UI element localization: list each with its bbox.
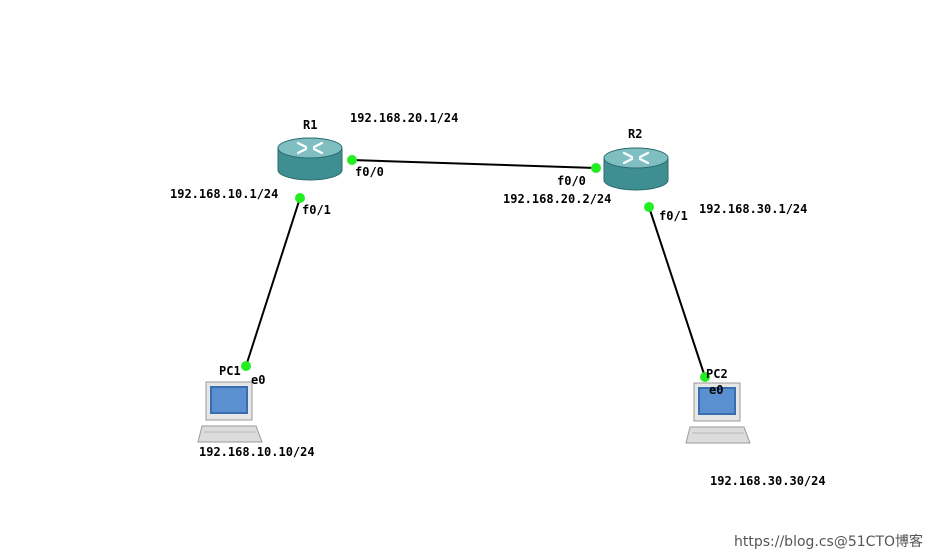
router-arrows-icon xyxy=(296,141,324,155)
pc1-ip: 192.168.10.10/24 xyxy=(199,445,315,459)
r1-f01-label: f0/1 xyxy=(302,203,331,217)
link-r2-pc2 xyxy=(648,206,706,378)
r1-f00-ip: 192.168.20.1/24 xyxy=(350,111,459,125)
pc2-computer-icon[interactable] xyxy=(685,382,751,444)
router-r2[interactable] xyxy=(603,147,669,191)
port-dot-r2-f01 xyxy=(644,202,654,212)
watermark: https://blog.cs@51CTO博客 xyxy=(734,534,924,550)
r1-f01-ip: 192.168.10.1/24 xyxy=(170,187,279,201)
r2-name: R2 xyxy=(628,127,643,141)
router-arrows-icon xyxy=(622,151,650,165)
r2-f00-ip: 192.168.20.2/24 xyxy=(503,192,612,206)
port-dot-pc2-e0 xyxy=(700,372,710,382)
r2-f01-ip: 192.168.30.1/24 xyxy=(699,202,808,216)
port-dot-pc1-e0 xyxy=(241,361,251,371)
pc2-ip: 192.168.30.30/24 xyxy=(710,474,826,488)
port-dot-r2-f00 xyxy=(591,163,601,173)
r2-f01-label: f0/1 xyxy=(659,209,688,223)
pc1-computer-icon[interactable] xyxy=(197,381,263,443)
pc1-name: PC1 xyxy=(219,364,241,378)
r2-f00-label: f0/0 xyxy=(557,174,586,188)
pc2-name: PC2 xyxy=(706,367,728,381)
r1-f00-label: f0/0 xyxy=(355,165,384,179)
port-dot-r1-f01 xyxy=(295,193,305,203)
r1-name: R1 xyxy=(303,118,318,132)
router-r1[interactable] xyxy=(277,137,343,181)
pc2-e0-label: e0 xyxy=(709,383,724,397)
port-dot-r1-f00 xyxy=(347,155,357,165)
pc1-e0-label: e0 xyxy=(251,373,266,387)
link-r1-r2 xyxy=(351,159,597,169)
link-r1-pc1 xyxy=(245,197,301,367)
